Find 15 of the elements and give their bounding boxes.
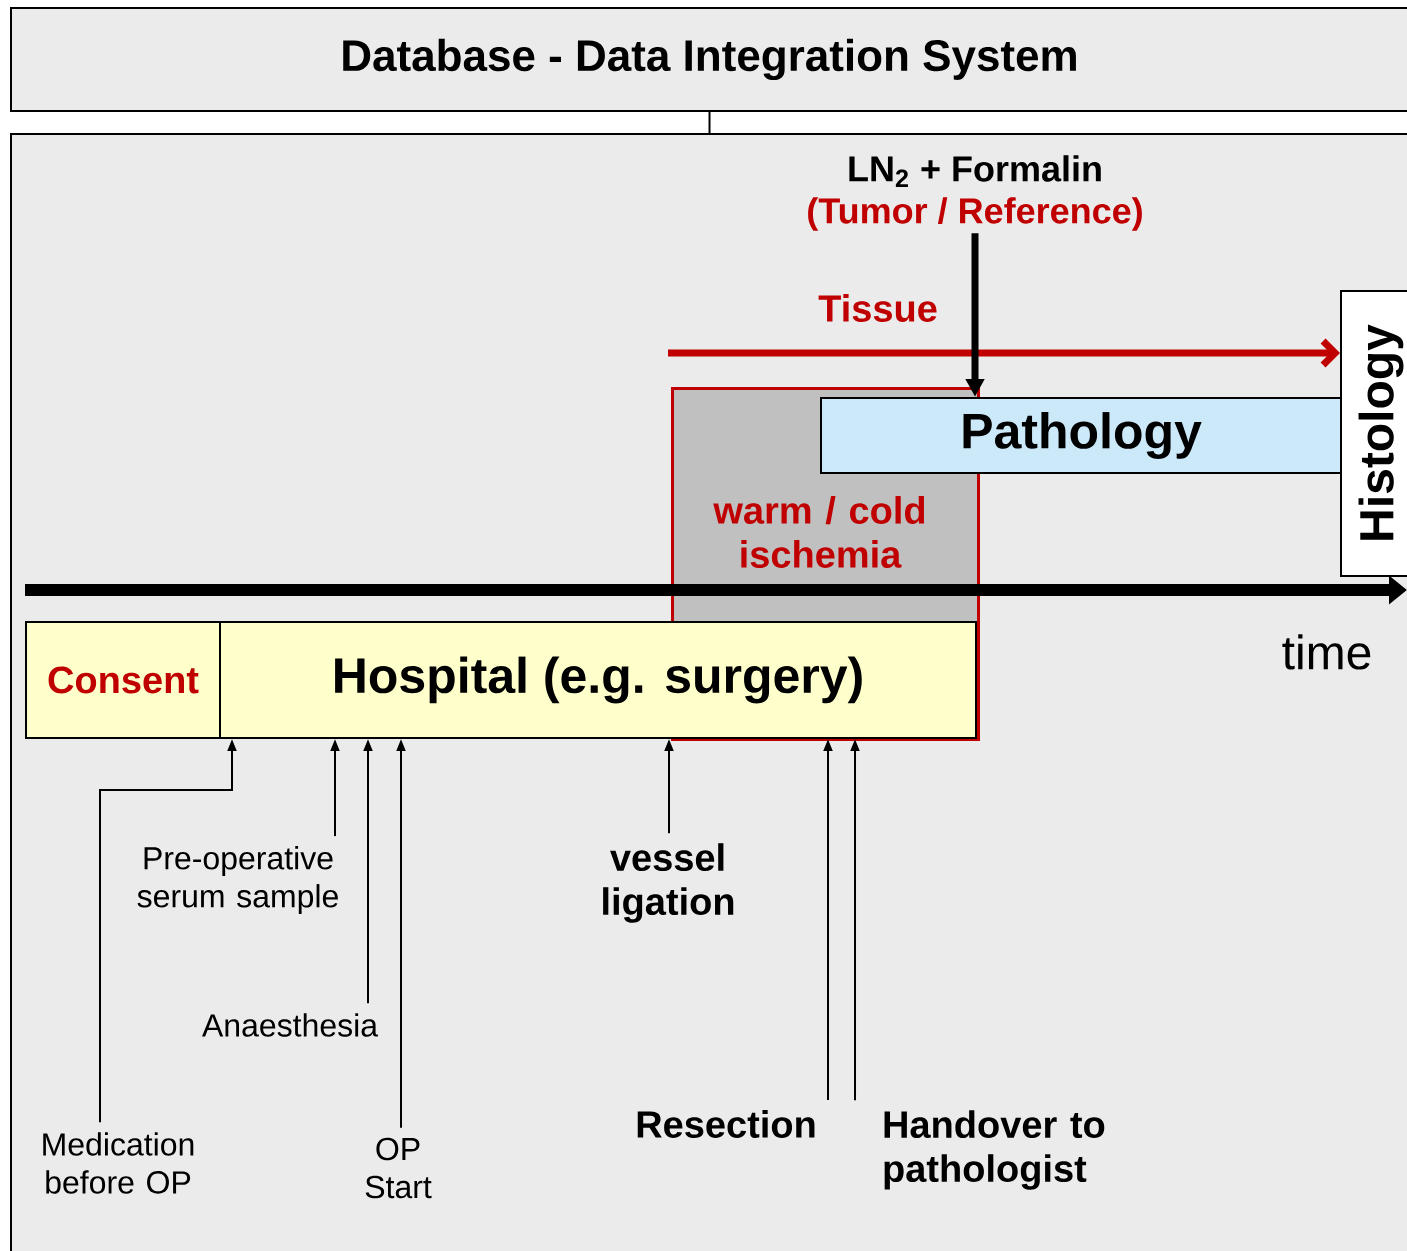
consent-box: Consent bbox=[25, 621, 221, 739]
event-label: Pre-operative serum sample bbox=[137, 846, 338, 914]
pathology-box: Pathology bbox=[820, 397, 1342, 474]
edge-label: Tissue bbox=[818, 294, 937, 322]
event-label: OP Start bbox=[365, 1137, 432, 1199]
connector-line bbox=[708, 111, 711, 134]
event-label: Resection bbox=[637, 1110, 815, 1138]
event-label: vessel ligation bbox=[603, 843, 734, 923]
storage-note: LN$_{2}$ + Formalin (Tumor / Reference) bbox=[808, 155, 1142, 231]
event-label: Anaesthesia bbox=[202, 1013, 379, 1037]
axis-label: time bbox=[1282, 634, 1371, 670]
title-box: Database - Data Integration System bbox=[10, 7, 1407, 112]
event-label: Handover to pathologist bbox=[884, 1110, 1105, 1190]
event-label: Medication before OP bbox=[43, 1132, 194, 1194]
histology-box: Histology bbox=[1340, 290, 1407, 577]
